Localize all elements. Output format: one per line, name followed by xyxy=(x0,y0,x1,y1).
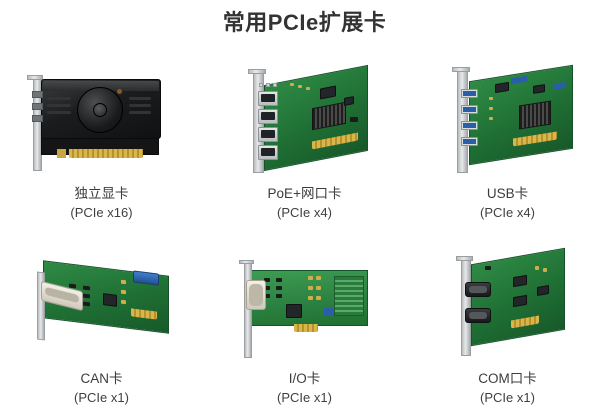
card-name: 独立显卡 xyxy=(74,186,129,201)
card-name: COM口卡 xyxy=(478,371,537,386)
card-caption-com: COM口卡 (PCIe x1) xyxy=(478,369,537,407)
card-name: I/O卡 xyxy=(288,371,321,386)
page-title: 常用PCIe扩展卡 xyxy=(222,10,387,35)
card-name: USB卡 xyxy=(486,186,529,201)
can-card-image xyxy=(7,243,197,367)
card-name: PoE+网口卡 xyxy=(267,186,342,201)
card-interface: (PCIe x16) xyxy=(70,205,133,220)
card-grid: 独立显卡 (PCIe x16) xyxy=(0,58,609,416)
card-caption-can: CAN卡 (PCIe x1) xyxy=(74,369,129,407)
card-interface: (PCIe x1) xyxy=(277,390,332,405)
card-caption-poe-network: PoE+网口卡 (PCIe x4) xyxy=(268,184,342,222)
graphics-card-image xyxy=(7,58,197,182)
card-caption-usb: USB卡 (PCIe x4) xyxy=(480,184,535,222)
card-cell-com[interactable]: COM口卡 (PCIe x1) xyxy=(406,243,609,416)
card-cell-io[interactable]: I/O卡 (PCIe x1) xyxy=(203,243,406,416)
card-interface: (PCIe x1) xyxy=(74,390,129,405)
usb-card-image xyxy=(413,58,603,182)
card-interface: (PCIe x4) xyxy=(277,205,332,220)
card-caption-graphics: 独立显卡 (PCIe x16) xyxy=(70,184,132,222)
card-interface: (PCIe x4) xyxy=(480,205,535,220)
card-cell-graphics[interactable]: 独立显卡 (PCIe x16) xyxy=(0,58,203,243)
poe-network-card-image xyxy=(210,58,400,182)
card-cell-poe-network[interactable]: PoE+网口卡 (PCIe x4) xyxy=(203,58,406,243)
io-card-image xyxy=(210,243,400,367)
card-interface: (PCIe x1) xyxy=(480,390,535,405)
card-cell-usb[interactable]: USB卡 (PCIe x4) xyxy=(406,58,609,243)
card-cell-can[interactable]: CAN卡 (PCIe x1) xyxy=(0,243,203,416)
card-caption-io: I/O卡 (PCIe x1) xyxy=(277,369,332,407)
com-card-image xyxy=(413,243,603,367)
card-name: CAN卡 xyxy=(80,371,123,386)
